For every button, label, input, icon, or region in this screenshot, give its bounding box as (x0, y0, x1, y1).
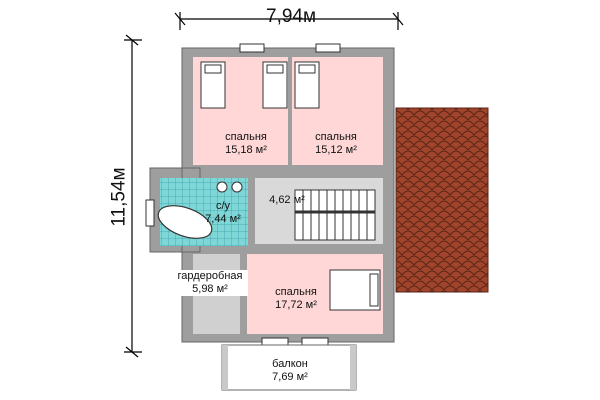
width-dimension: 7,94м (266, 6, 317, 27)
room-area: 7,69 м² (272, 371, 308, 383)
room-area: 5,98 м² (192, 283, 228, 295)
room-label-bedroom-2: спальня 15,12 м² (296, 131, 376, 157)
room-name: балкон (272, 358, 308, 370)
room-label-balcony: балкон 7,69 м² (250, 358, 330, 384)
room-name: спальня (315, 131, 357, 143)
room-name: спальня (275, 286, 317, 298)
room-name: гардеробная (177, 270, 243, 282)
height-dimension: 11,54м (108, 167, 130, 227)
room-name: спальня (225, 131, 267, 143)
bathtub-icon (157, 205, 213, 239)
room-area: 15,18 м² (225, 144, 267, 156)
room-label-wardrobe: гардеробная 5,98 м² (172, 270, 248, 296)
dimension-lines (124, 12, 404, 358)
room-label-bedroom-1: спальня 15,18 м² (206, 131, 286, 157)
room-area: 7,44 м² (205, 213, 241, 225)
room-area: 17,72 м² (275, 299, 317, 311)
room-label-hall: 4,62 м² (262, 194, 312, 207)
room-label-bathroom: с/у 7,44 м² (198, 200, 248, 226)
room-area: 4,62 м² (269, 194, 305, 206)
staircase (294, 189, 376, 241)
sink-icon (231, 181, 243, 193)
toilet-icon (216, 181, 228, 193)
bed-icon (200, 61, 381, 311)
room-name: с/у (215, 200, 231, 212)
window-icon (145, 43, 341, 347)
balcony (221, 344, 357, 391)
room-area: 15,12 м² (315, 144, 357, 156)
roof-slope (395, 107, 489, 293)
room-label-bedroom-3: спальня 17,72 м² (256, 286, 336, 312)
